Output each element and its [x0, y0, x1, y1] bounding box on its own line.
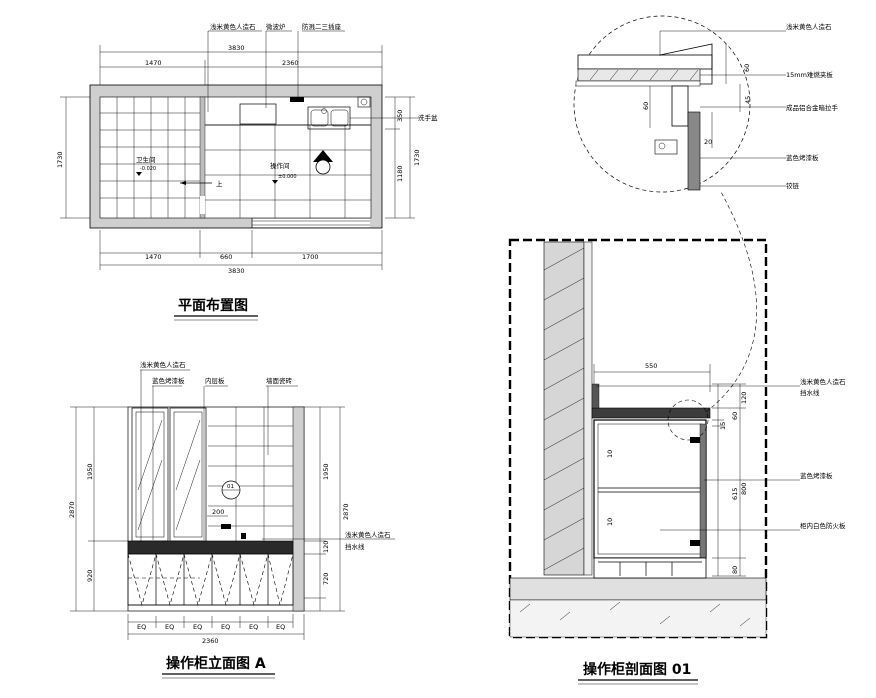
section-dim-615: 615 [731, 488, 739, 500]
plan-dim-bottom-3: 1700 [302, 253, 319, 261]
elev-dim-right-720: 720 [322, 573, 330, 585]
elev-eq-2: EQ [165, 623, 174, 631]
section-dim-550: 550 [645, 362, 657, 370]
plan-dim-top-right: 2360 [282, 59, 299, 67]
section-label-splash: 挡水线 [800, 388, 820, 397]
section-dim-80: 80 [731, 566, 739, 574]
plan-label-stone: 浅米黄色人造石 [210, 22, 256, 31]
detail-label-blue: 蓝色烤漆板 [786, 153, 819, 162]
elevation-title: 操作柜立面图 A [166, 655, 266, 672]
plan-label-basin: 洗手盆 [418, 113, 438, 122]
elev-eq-3: EQ [193, 623, 202, 631]
elev-eq-6: EQ [276, 623, 285, 631]
detail-label-handle: 成品铝合金暗拉手 [786, 103, 839, 112]
elev-label-blue-panel: 蓝色烤漆板 [152, 376, 185, 385]
detail-dim-60-a: 60 [743, 64, 751, 72]
room-label-op: 操作间 [270, 161, 290, 170]
plan-label-socket: 防溅二三插座 [302, 22, 342, 31]
plan-dim-bottom-1: 1470 [145, 253, 162, 261]
elev-right-label-2: 挡水线 [345, 542, 365, 551]
plan-dim-top-left: 1470 [145, 59, 162, 67]
detail-dim-45: 45 [744, 96, 752, 104]
plan-dim-bottom-total: 3830 [228, 267, 245, 275]
section-dim-800: 800 [740, 483, 748, 495]
section-dim-120: 120 [740, 392, 748, 404]
elev-eq-4: EQ [221, 623, 230, 631]
section-dim-60: 60 [731, 412, 739, 420]
elev-dim-left-1950: 1950 [86, 463, 94, 480]
elev-dim-right-2870: 2870 [342, 503, 350, 520]
section-label-blue: 蓝色烤漆板 [800, 471, 833, 480]
section-dim-left-1: 10 [606, 450, 614, 458]
room-elev-wc: -0.020 [140, 166, 156, 172]
elev-dim-width: 2360 [202, 637, 219, 645]
elevation-a: 01 浅米黄色人造石 蓝色烤漆板 内层板 墙面瓷砖 200 [68, 360, 395, 679]
elev-eq-1: EQ [137, 623, 146, 631]
section-label-fireboard: 柜内白色防火板 [800, 521, 846, 530]
elevation-dim-200: 200 [212, 508, 224, 516]
elev-dim-right-120: 120 [322, 541, 330, 553]
floor-plan: 上 卫生间 -0.020 操作间 ±0.000 浅米黄色人造石 微波炉 防溅二三… [56, 22, 438, 321]
elev-eq-5: EQ [249, 623, 258, 631]
section-title: 操作柜剖面图 01 [583, 661, 691, 678]
elev-label-tile: 墙面瓷砖 [266, 376, 293, 385]
elev-label-inner-board: 内层板 [205, 376, 225, 385]
detail-dim-20: 20 [704, 138, 712, 146]
elev-dim-left-2870: 2870 [68, 501, 76, 518]
section-dim-left-2: 10 [606, 518, 614, 526]
plan-label-microwave: 微波炉 [266, 22, 286, 31]
plan-dim-right-1730: 1730 [413, 149, 421, 166]
elev-label-stone: 浅米黄色人造石 [140, 360, 186, 369]
elev-right-label-1: 浅米黄色人造石 [345, 530, 391, 539]
elev-dim-left-920: 920 [86, 570, 94, 582]
detail-dim-60-b: 60 [642, 102, 650, 110]
detail-label-hinge: 铰链 [786, 181, 800, 190]
elevation-marker-symbol [313, 150, 333, 175]
detail-label-stone: 浅米黄色人造石 [786, 22, 832, 31]
room-label-wc: 卫生间 [136, 155, 156, 164]
elevation-circle-mark: 01 [227, 484, 234, 490]
section-label-stone: 浅米黄色人造石 [800, 377, 846, 386]
plan-title: 平面布置图 [178, 297, 248, 314]
plan-dim-right-1180: 1180 [396, 165, 404, 182]
section-dim-15: 15 [719, 422, 727, 430]
detail-label-plywood: 15mm难燃夹板 [786, 70, 833, 79]
plan-dim-left: 1730 [56, 151, 64, 168]
plan-dim-top-total: 3830 [228, 44, 245, 52]
plan-arrow-text: 上 [216, 179, 223, 188]
elev-dim-right-1950: 1950 [322, 463, 330, 480]
section-01: 550 120 60 15 615 800 80 10 10 浅米黄色人造石 挡… [508, 15, 846, 685]
plan-dim-bottom-2: 660 [220, 253, 232, 261]
plan-dim-right-350: 350 [396, 110, 404, 122]
room-elev-op: ±0.000 [278, 174, 297, 180]
